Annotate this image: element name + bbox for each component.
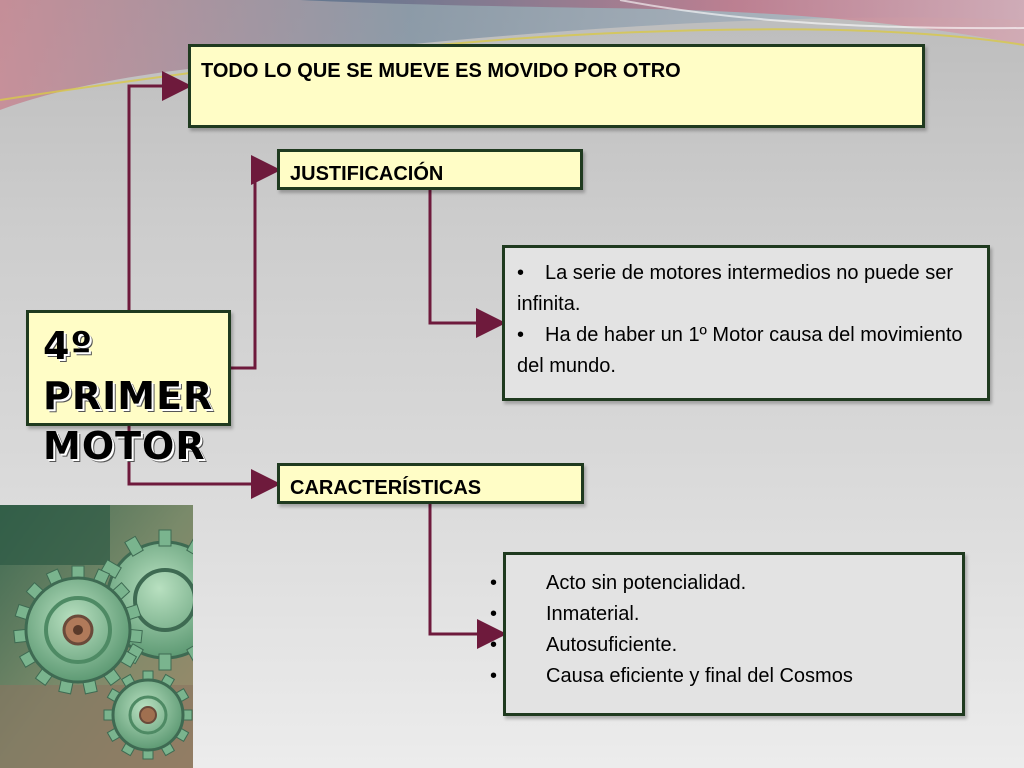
bullet-icon: • [517, 262, 525, 284]
bullet-icon: • [490, 634, 498, 656]
principle-box: TODO LO QUE SE MUEVE ES MOVIDO POR OTRO [188, 44, 925, 128]
characteristics-box: CARACTERÍSTICAS [277, 463, 584, 504]
primer-motor-title: 4º PRIMER MOTOR [29, 313, 228, 471]
list-item-text: Inmaterial. [546, 603, 640, 625]
justification-label: JUSTIFICACIÓN [290, 163, 444, 185]
connector-to-principle [127, 71, 192, 310]
principle-text: TODO LO QUE SE MUEVE ES MOVIDO POR OTRO [201, 60, 681, 82]
bullet-icon: • [517, 324, 525, 346]
connector-justification-to-list [428, 190, 506, 338]
bullet-icon: • [490, 572, 498, 594]
connector-characteristics-to-list [428, 504, 507, 649]
justification-box: JUSTIFICACIÓN [277, 149, 583, 190]
bullet-icon: • [490, 603, 498, 625]
list-item: • Acto sin potencialidad. [490, 568, 952, 599]
justification-list: •La serie de motores intermedios no pued… [502, 245, 990, 401]
primer-motor-box: 4º PRIMER MOTOR [26, 310, 231, 468]
list-item: •La serie de motores intermedios no pued… [517, 258, 977, 320]
list-item-text: La serie de motores intermedios no puede… [517, 262, 954, 315]
list-item-text: Autosuficiente. [546, 634, 678, 656]
list-item: •Ha de haber un 1º Motor causa del movim… [517, 320, 977, 382]
connector-to-justification [231, 155, 281, 370]
connector-to-characteristics [127, 426, 281, 499]
list-item: • Causa eficiente y final del Cosmos [490, 661, 952, 692]
list-item: • Autosuficiente. [490, 630, 952, 661]
list-item: • Inmaterial. [490, 599, 952, 630]
gears-photo-icon [0, 505, 193, 768]
primer-motor-line2: MOTOR [43, 424, 206, 468]
list-item-text: Acto sin potencialidad. [546, 572, 747, 594]
list-item-text: Ha de haber un 1º Motor causa del movimi… [517, 324, 963, 377]
characteristics-list: • Acto sin potencialidad. • Inmaterial. • A… [490, 552, 965, 716]
primer-motor-line1: 4º PRIMER [43, 324, 214, 418]
list-item-text: Causa eficiente y final del Cosmos [546, 665, 853, 687]
characteristics-label: CARACTERÍSTICAS [290, 477, 482, 499]
bullet-icon: • [490, 665, 498, 687]
